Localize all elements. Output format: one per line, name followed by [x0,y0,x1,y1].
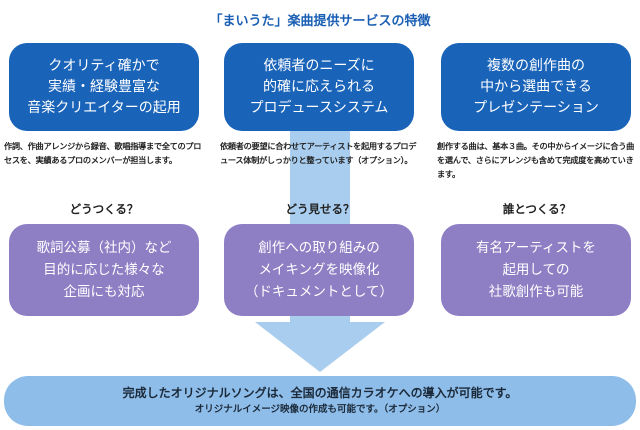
conclusion-box: 完成したオリジナルソングは、全国の通信カラオケへの導入が可能です。 オリジナルイ… [4,376,636,426]
feature-card-produce-system: 依頼者のニーズに 的確に応えられる プロデュースシステム [224,43,414,131]
example-label: 有名アーティストを 起用しての 社歌創作も可能 [476,240,596,300]
example-label: 創作への取り組みの メイキングを映像化 （ドキュメントとして） [244,240,394,300]
conclusion-sub: オリジナルイメージ映像の作成も可能です。（オプション） [194,404,446,415]
feature-description: 作詞、作曲アレンジから録音、歌唱指導まで全てのプロセスを、実績あるプロのメンバー… [4,141,202,165]
example-card: 創作への取り組みの メイキングを映像化 （ドキュメントとして） [224,224,414,316]
feature-description: 創作する曲は、基本３曲。その中からイメージに合う曲を選んで、さらにアレンジも含め… [437,141,635,179]
feature-label: 依頼者のニーズに 的確に応えられる プロデュースシステム [249,57,389,116]
feature-description: 依頼者の要望に合わせてアーティストを起用するプロデュース体制がしっかりと整ってい… [220,141,417,165]
example-card: 歌詞公募（社内）など 目的に応じた様々な 企画にも対応 [9,224,199,316]
feature-label: クオリティ確かで 実績・経験豊富な 音楽クリエイターの起用 [27,57,181,116]
question-heading: どうつくる？ [69,202,139,216]
feature-card-creators: クオリティ確かで 実績・経験豊富な 音楽クリエイターの起用 [9,43,199,131]
question-heading: 誰とつくる？ [502,202,572,216]
conclusion-main: 完成したオリジナルソングは、全国の通信カラオケへの導入が可能です。 [122,386,518,400]
feature-card-presentation: 複数の創作曲の 中から選曲できる プレゼンテーション [441,43,631,131]
example-card: 有名アーティストを 起用しての 社歌創作も可能 [441,224,631,316]
feature-label: 複数の創作曲の 中から選曲できる プレゼンテーション [473,57,599,116]
page-title: 「まいうた」楽曲提供サービスの特徴 [209,14,431,29]
question-heading: どう見せる？ [285,202,355,216]
example-label: 歌詞公募（社内）など 目的に応じた様々な 企画にも対応 [36,240,172,300]
